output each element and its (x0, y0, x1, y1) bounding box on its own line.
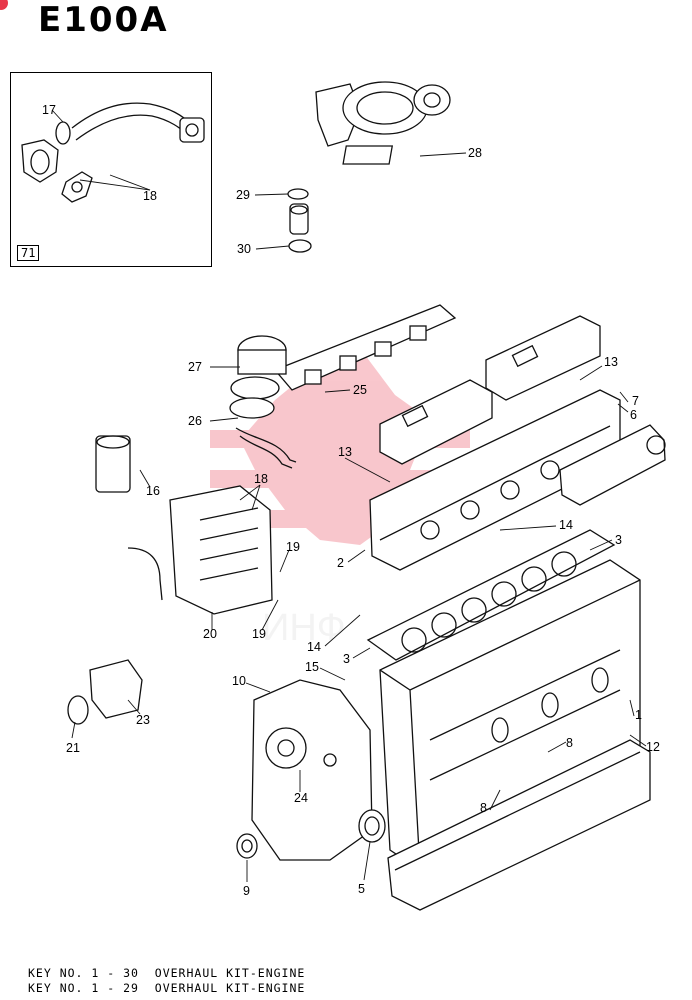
callout-14-top: 14 (559, 518, 573, 532)
callout-14-bottom: 14 (307, 640, 321, 654)
callout-21: 21 (66, 741, 80, 755)
footer-line-1: KEY NO. 1 - 30 OVERHAUL KIT-ENGINE (28, 966, 306, 980)
callout-19-bottom: 19 (252, 627, 266, 641)
callout-8-left: 8 (480, 801, 487, 815)
footer-line-2: KEY NO. 1 - 29 OVERHAUL KIT-ENGINE (28, 981, 306, 995)
callout-18: 18 (143, 189, 157, 203)
callout-12: 12 (646, 740, 660, 754)
inset-clamp (21, 121, 71, 183)
callout-25: 25 (353, 383, 367, 397)
callout-5: 5 (358, 882, 365, 896)
callout-6: 6 (630, 408, 637, 422)
inset-gasket (61, 171, 93, 203)
callout-13-right: 13 (604, 355, 618, 369)
callout-24: 24 (294, 791, 308, 805)
callout-27: 27 (188, 360, 202, 374)
callout-20: 20 (203, 627, 217, 641)
oil-pan (387, 739, 651, 911)
thermostat-housing (229, 335, 297, 469)
rocker-covers (379, 315, 601, 465)
front-seal (236, 833, 258, 859)
callout-9: 9 (243, 884, 250, 898)
callout-30: 30 (237, 242, 251, 256)
page-title: E100A (38, 0, 169, 40)
callout-19-top: 19 (286, 540, 300, 554)
leader-lines (51, 109, 647, 882)
callout-15: 15 (305, 660, 319, 674)
rear-seal (358, 809, 386, 843)
callout-1: 1 (635, 708, 642, 722)
callout-29: 29 (236, 188, 250, 202)
callout-16: 16 (146, 484, 160, 498)
inset-tag: 71 (17, 245, 40, 261)
callout-labels: 17 18 28 29 30 27 25 26 13 13 7 6 16 18 … (42, 103, 660, 898)
callout-26: 26 (188, 414, 202, 428)
intake-manifold (273, 304, 457, 391)
callout-18-aftercooler: 18 (254, 472, 268, 486)
callout-2: 2 (337, 556, 344, 570)
callout-8-right: 8 (566, 736, 573, 750)
callout-17: 17 (42, 103, 56, 117)
exhaust-manifold (559, 424, 666, 506)
inset-box: 71 (10, 72, 212, 267)
callout-3-bottom: 3 (343, 652, 350, 666)
callout-13-left: 13 (338, 445, 352, 459)
callout-23: 23 (136, 713, 150, 727)
aftercooler (127, 485, 273, 615)
oil-filter (95, 435, 131, 493)
water-pump-parts (67, 659, 143, 725)
head-gasket (366, 529, 616, 661)
callout-3-top: 3 (615, 533, 622, 547)
svg-text:ИНФ: ИНФ (262, 607, 346, 649)
timing-cover (251, 679, 373, 861)
callout-28: 28 (468, 146, 482, 160)
callout-7: 7 (632, 394, 639, 408)
inset-hose (71, 102, 205, 143)
spacer-parts (287, 188, 312, 253)
corner-badge (0, 0, 8, 10)
callout-10: 10 (232, 674, 246, 688)
turbocharger (315, 81, 451, 165)
